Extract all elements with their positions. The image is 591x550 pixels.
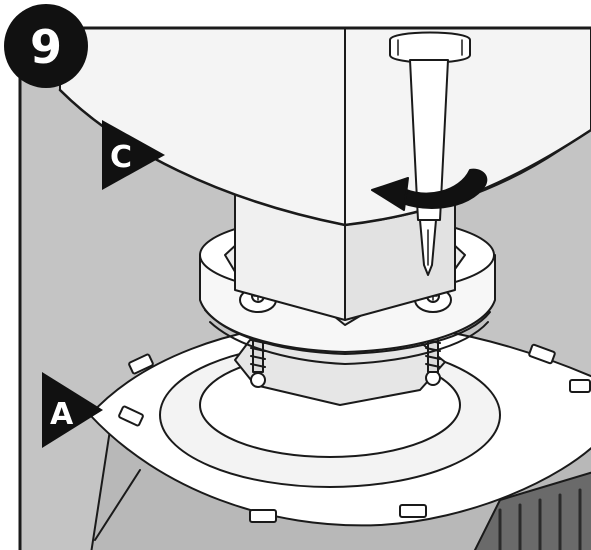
step-number: 9 [30,20,62,74]
callout-a: A [42,372,103,448]
rotate-clockwise-arrow-icon [371,168,488,211]
callout-a-label: A [50,397,74,432]
screwdriver-icon [389,31,471,276]
callout-c-label: C [110,140,132,175]
step-number-badge: 9 [4,4,88,88]
callout-c: C [102,120,165,190]
